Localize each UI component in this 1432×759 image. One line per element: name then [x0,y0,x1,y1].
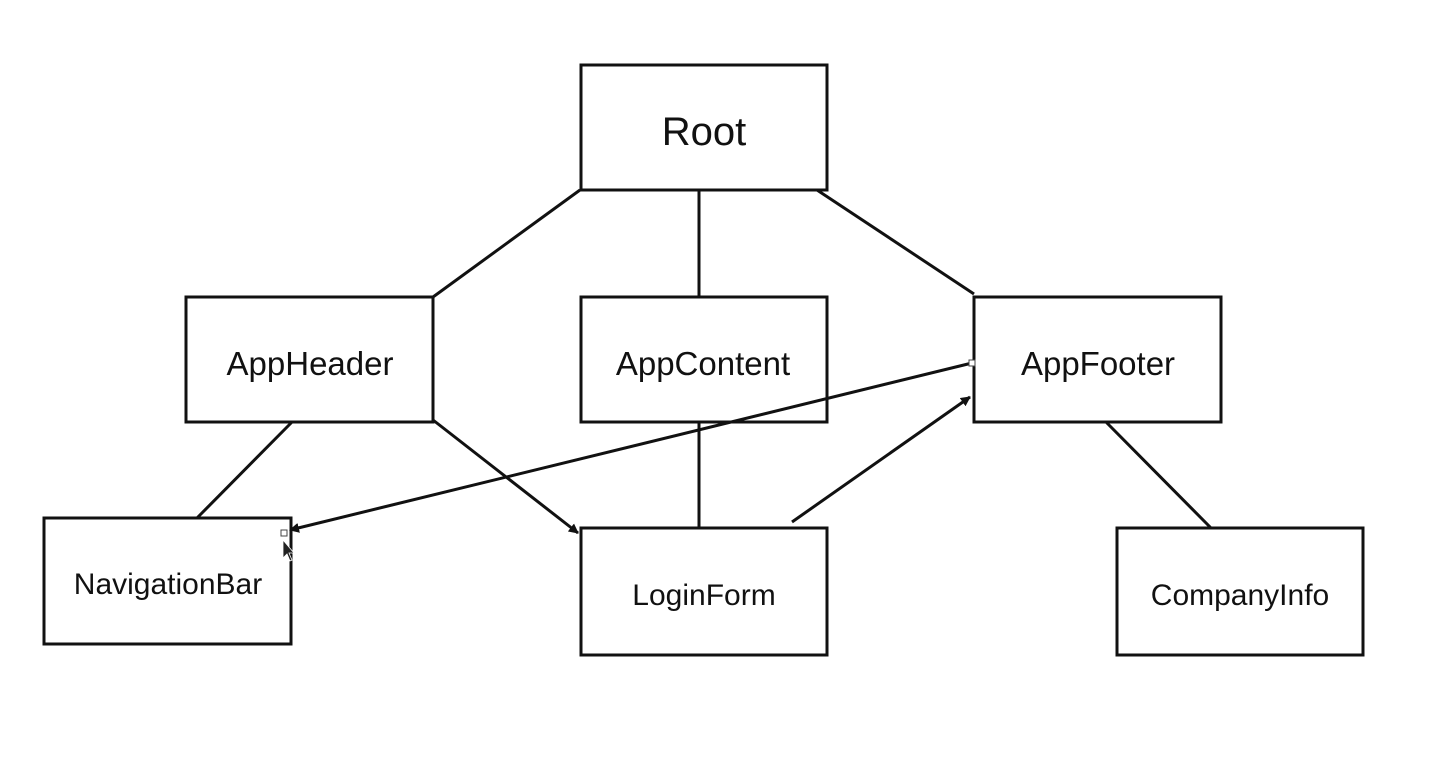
arrow-loginform-appfooter [791,395,971,524]
edge-appfooter-companyinfo [1104,420,1213,530]
node-appfooter-label: AppFooter [1021,345,1175,382]
selection-handle-end[interactable] [280,529,288,537]
node-appcontent[interactable]: AppContent [579,295,829,424]
node-appcontent-label: AppContent [616,345,790,382]
node-loginform[interactable]: LoginForm [579,526,829,657]
node-appheader-label: AppHeader [227,345,394,382]
arrow-appfooter-navigationbar[interactable] [289,361,973,533]
node-appheader[interactable]: AppHeader [184,295,435,424]
node-navigationbar[interactable]: NavigationBar [42,516,293,646]
node-root-box [579,63,829,192]
node-navigationbar-label: NavigationBar [74,568,262,601]
node-companyinfo[interactable]: CompanyInfo [1115,526,1365,657]
node-loginform-box [579,526,829,657]
node-root[interactable]: Root [579,63,829,192]
edge-appheader-navigationbar [195,420,294,520]
node-navigationbar-box [42,516,293,646]
selection-handle-start[interactable] [968,359,976,367]
node-companyinfo-box [1115,526,1365,657]
node-root-label: Root [662,110,747,154]
mouse-cursor-icon [282,538,295,562]
node-companyinfo-label: CompanyInfo [1151,579,1329,612]
node-loginform-label: LoginForm [632,579,775,612]
node-appcontent-box [579,295,829,424]
edge-root-appfooter [816,188,975,296]
edge-root-appheader [432,188,581,299]
node-appfooter[interactable]: AppFooter [972,295,1223,424]
node-appheader-box [184,295,435,424]
